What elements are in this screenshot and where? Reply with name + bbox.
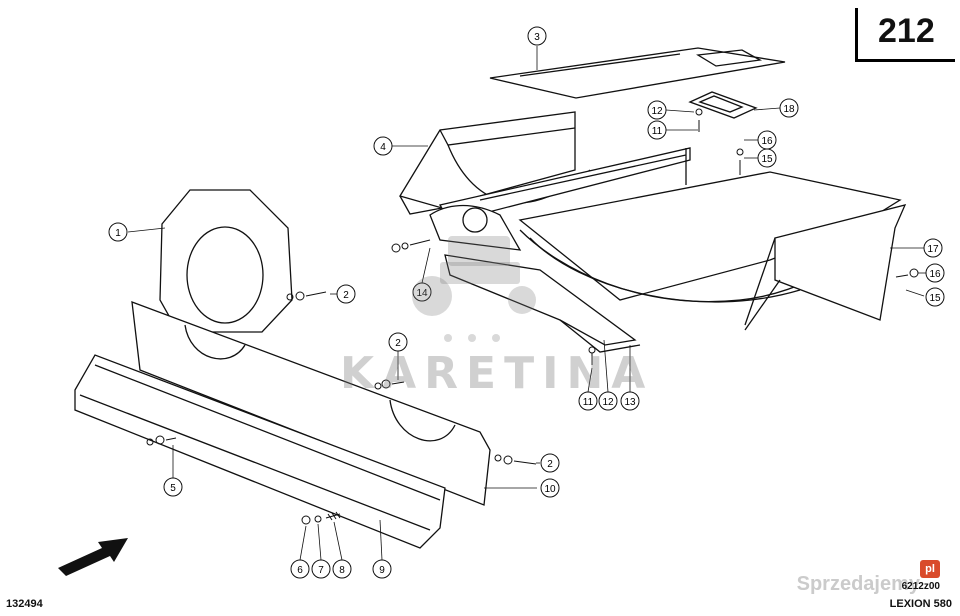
fasteners — [146, 108, 919, 525]
callout-16: 16 — [757, 130, 777, 150]
callout-16: 16 — [925, 263, 945, 283]
svg-text:12: 12 — [602, 397, 614, 408]
svg-text:15: 15 — [929, 293, 941, 304]
svg-text:9: 9 — [379, 565, 385, 576]
brand-watermark: KARETINA — [340, 348, 654, 399]
svg-text:2: 2 — [395, 338, 401, 349]
callout-6: 6 — [290, 559, 310, 579]
callout-13: 13 — [620, 391, 640, 411]
callout-3: 3 — [527, 26, 547, 46]
callout-11: 11 — [578, 391, 598, 411]
svg-text:11: 11 — [652, 126, 663, 137]
page-number: 212 — [878, 12, 935, 50]
callout-15: 15 — [925, 287, 945, 307]
callout-10: 10 — [540, 478, 560, 498]
svg-text:8: 8 — [339, 565, 345, 576]
page-number-box — [855, 8, 955, 62]
site-watermark-mark: pl — [920, 560, 940, 578]
svg-text:18: 18 — [783, 104, 795, 115]
callout-18: 18 — [779, 98, 799, 118]
svg-text:2: 2 — [343, 290, 349, 301]
callouts: 1 2 2 2 3 4 5 6 7 8 9 10 11 12 13 14 12 … — [108, 26, 945, 579]
svg-text:4: 4 — [380, 142, 386, 153]
callout-9: 9 — [372, 559, 392, 579]
svg-text:16: 16 — [761, 136, 773, 147]
callout-2: 2 — [540, 453, 560, 473]
model-label: LEXION 580 — [889, 598, 952, 610]
callout-17: 17 — [923, 238, 943, 258]
callout-5: 5 — [163, 477, 183, 497]
svg-text:10: 10 — [544, 484, 556, 495]
callout-2: 2 — [336, 284, 356, 304]
callout-12: 12 — [598, 391, 618, 411]
svg-text:7: 7 — [318, 565, 324, 576]
svg-text:2: 2 — [547, 459, 553, 470]
svg-text:17: 17 — [927, 244, 939, 255]
part-13-bracket — [444, 254, 641, 353]
callout-14: 14 — [412, 282, 432, 302]
part-14-bracket — [429, 204, 522, 251]
arrow-icon — [58, 538, 128, 576]
reference-number: 132494 — [6, 598, 43, 610]
callout-1: 1 — [108, 222, 128, 242]
part-18-frame — [688, 91, 758, 119]
svg-text:12: 12 — [651, 106, 663, 117]
part-1-octagon-plate — [159, 189, 293, 333]
svg-text:14: 14 — [416, 288, 428, 299]
callout-8: 8 — [332, 559, 352, 579]
site-watermark: Sprzedajemy — [796, 573, 920, 595]
part-9-angle-rail — [74, 354, 446, 549]
callout-2: 2 — [388, 332, 408, 352]
part-17-trough — [518, 171, 907, 331]
leader-lines — [127, 46, 926, 561]
svg-text:16: 16 — [929, 269, 941, 280]
callout-15: 15 — [757, 148, 777, 168]
svg-text:5: 5 — [170, 483, 176, 494]
callout-4: 4 — [373, 136, 393, 156]
drawing-code: 6212z00 — [901, 581, 940, 592]
callout-7: 7 — [311, 559, 331, 579]
part-10-side-plate — [131, 301, 491, 506]
part-3-cover-plate — [489, 47, 786, 99]
svg-text:3: 3 — [534, 32, 540, 43]
svg-text:13: 13 — [624, 397, 636, 408]
svg-text:6: 6 — [297, 565, 303, 576]
tractor-watermark-icon — [412, 236, 536, 342]
svg-text:15: 15 — [761, 154, 773, 165]
svg-text:1: 1 — [115, 228, 121, 239]
callout-11: 11 — [647, 120, 667, 140]
callout-12: 12 — [647, 100, 667, 120]
svg-text:11: 11 — [583, 397, 594, 408]
